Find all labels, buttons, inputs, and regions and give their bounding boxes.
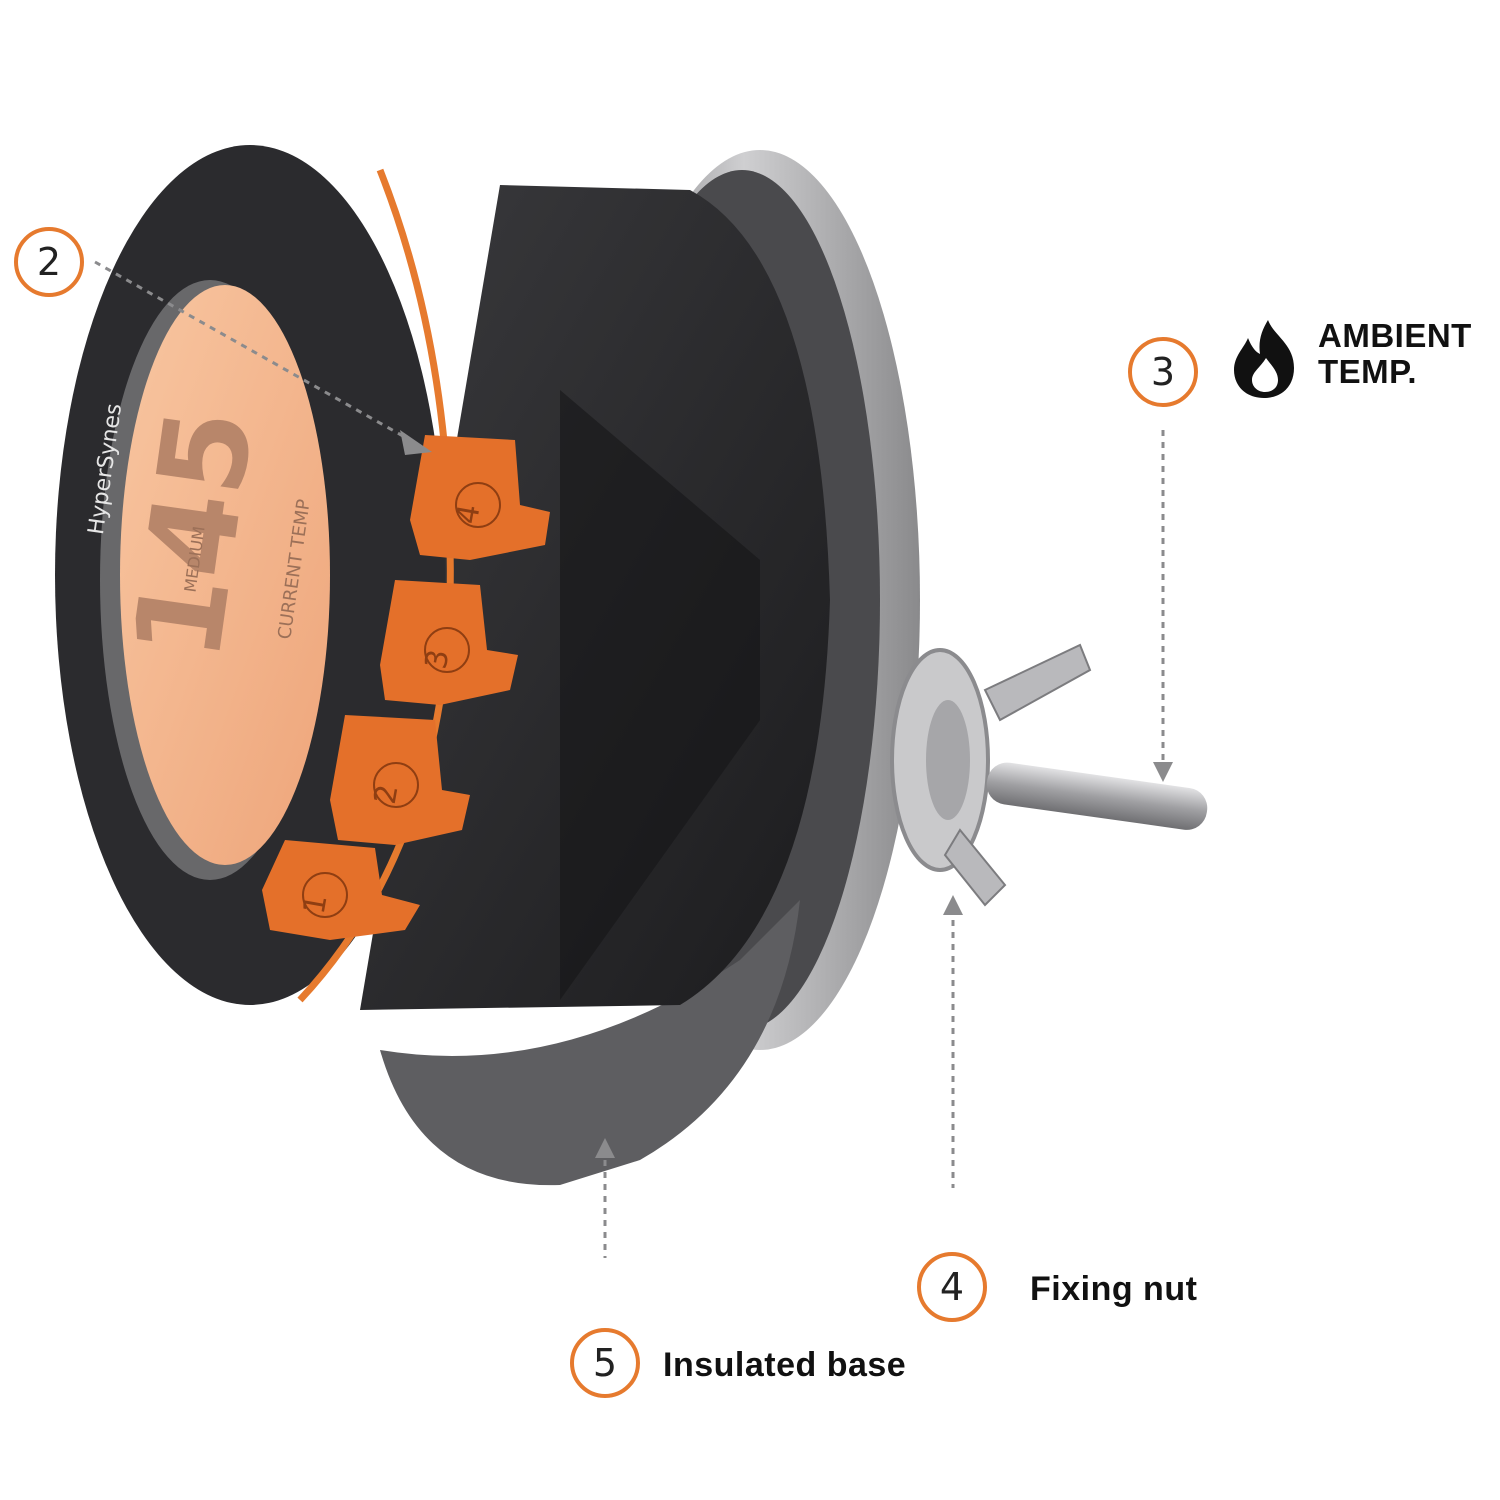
- callout-5-number: 5: [592, 1341, 618, 1385]
- probe-port-4-ring: [455, 482, 501, 528]
- display-value: 145: [109, 401, 282, 668]
- callout-2-number: 2: [36, 240, 62, 284]
- fixing-nut-label: Fixing nut: [1030, 1270, 1198, 1308]
- probe-port-4: [410, 435, 550, 560]
- leader-arrowheads: [400, 430, 1173, 1158]
- callout-2-marker: 2: [14, 227, 84, 297]
- ambient-label-line-1: AMBIENT: [1318, 317, 1472, 354]
- probe-port-1: [262, 840, 420, 940]
- probe-port-1-ring: [302, 872, 348, 918]
- probe-port-2-ring: [373, 762, 419, 808]
- probe-port-3-ring: [424, 627, 470, 673]
- probe-port-3: [380, 580, 518, 705]
- leader-lines: [94, 260, 1165, 1258]
- fixing-nut-assembly: [890, 643, 1208, 907]
- insulated-base: [380, 900, 800, 1186]
- display-screen: [100, 280, 330, 880]
- callout-4-marker: 4: [917, 1252, 987, 1322]
- ambient-label-line-2: TEMP.: [1318, 353, 1418, 390]
- flame-icon: [1234, 320, 1294, 398]
- probe-port-tabs: [262, 435, 550, 940]
- callout-5-marker: 5: [570, 1328, 640, 1398]
- ambient-temp-label: AMBIENT TEMP.: [1318, 318, 1472, 390]
- probe-port-2: [330, 715, 470, 845]
- callout-3-marker: 3: [1128, 337, 1198, 407]
- insulated-base-label: Insulated base: [663, 1346, 907, 1384]
- callout-4-number: 4: [939, 1265, 965, 1309]
- callout-3-number: 3: [1150, 350, 1176, 394]
